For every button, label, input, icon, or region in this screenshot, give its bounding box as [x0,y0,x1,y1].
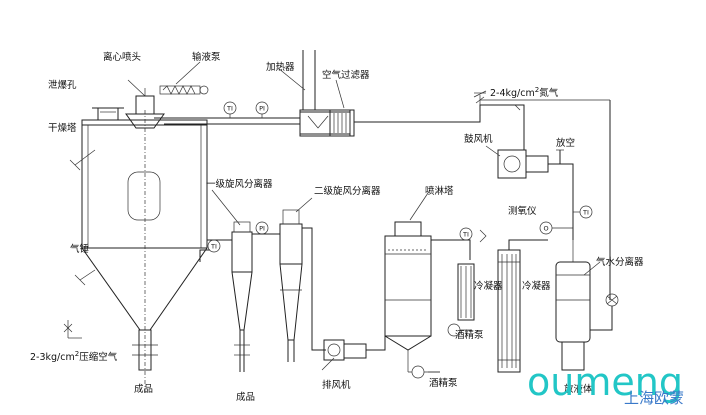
label-spray-tower: 喷淋塔 [425,185,454,197]
label-condenser-2: 冷凝器 [522,280,551,292]
svg-text:PI: PI [259,225,265,233]
label-secondary-cyclone: 二级旋风分离器 [314,185,381,197]
watermark-company: 上海欧蒙 [624,389,684,407]
label-gas-water-separator: 气水分离器 [596,256,644,268]
label-vent: 放空 [556,137,575,149]
condenser-1 [457,263,475,321]
oxygen-meter: O [539,221,573,235]
svg-text:TI: TI [226,105,233,113]
centrifugal-nozzle [125,79,165,129]
svg-text:O: O [543,225,548,233]
svg-text:TI: TI [582,209,589,217]
air-hammer-lower [74,269,96,286]
label-condenser-1: 冷凝器 [474,280,503,292]
gas-water-separator [555,240,601,371]
svg-text:TI: TI [462,231,469,239]
blower [485,145,549,179]
svg-text:TI: TI [210,243,217,251]
label-air-filter: 空气过滤器 [322,69,370,81]
instrument-ti-2: TI [207,239,221,253]
explosion-vent [92,107,124,120]
label-air-hammer: 气锤 [70,243,90,255]
label-drying-tower: 干燥塔 [48,122,77,134]
instrument-ti-3: TI [459,227,473,241]
svg-text:PI: PI [259,105,265,113]
hot-air-duct [154,111,351,135]
label-nitrogen: 2-4kg/cm2氮气 [490,86,559,99]
sight-glass [127,171,161,221]
air-filter [329,79,355,137]
instrument-pi-2: PI [255,221,269,235]
tower-bottom-duct [199,249,210,262]
feed-pump [159,61,209,95]
spray-tower [384,189,432,372]
instrument-ti-1: TI [223,101,237,118]
label-blower: 鼓风机 [464,133,493,145]
air-hammer-upper [69,149,96,171]
watermark-brand: oumeng [527,360,683,404]
label-compressed-air: 2-3kg/cm2压缩空气 [30,350,118,363]
fan-to-scrubber-duct [366,240,386,351]
label-explosion-vent: 泄爆孔 [48,79,77,91]
label-centrifugal-nozzle: 离心喷头 [103,51,141,63]
compressed-air-valve [63,320,82,339]
label-alcohol-pump-1: 酒精泵 [455,329,484,341]
label-oxygen-meter: 测氧仪 [508,205,537,217]
condenser-link-duct [508,239,548,250]
condenser-2 [497,249,521,373]
label-drain: 放液体 [564,383,593,395]
instrument-ti-4: TI [573,205,593,219]
label-exhaust-fan: 排风机 [322,379,351,391]
label-primary-cyclone: 一级旋风分离器 [206,178,273,190]
alcohol-pump-1 [408,365,440,379]
instrument-pi-1: PI [255,101,269,118]
recirculation-line [354,92,525,150]
primary-cyclone [211,189,253,372]
label-heater: 加热器 [266,61,295,73]
secondary-to-fan-duct [302,227,326,351]
drying-tower [69,110,208,395]
label-feed-pump: 输液泵 [192,51,221,63]
label-product-2: 成品 [236,391,255,403]
blower-to-separator-duct [548,163,574,240]
exhaust-fan [321,339,367,371]
right-return-line [590,100,619,331]
label-alcohol-pump-2: 酒精泵 [429,377,458,389]
label-product-1: 成品 [134,383,153,395]
scrubber-to-condenser-duct [431,239,471,260]
alcohol-pump-2 [447,323,472,337]
secondary-cyclone [279,197,313,362]
